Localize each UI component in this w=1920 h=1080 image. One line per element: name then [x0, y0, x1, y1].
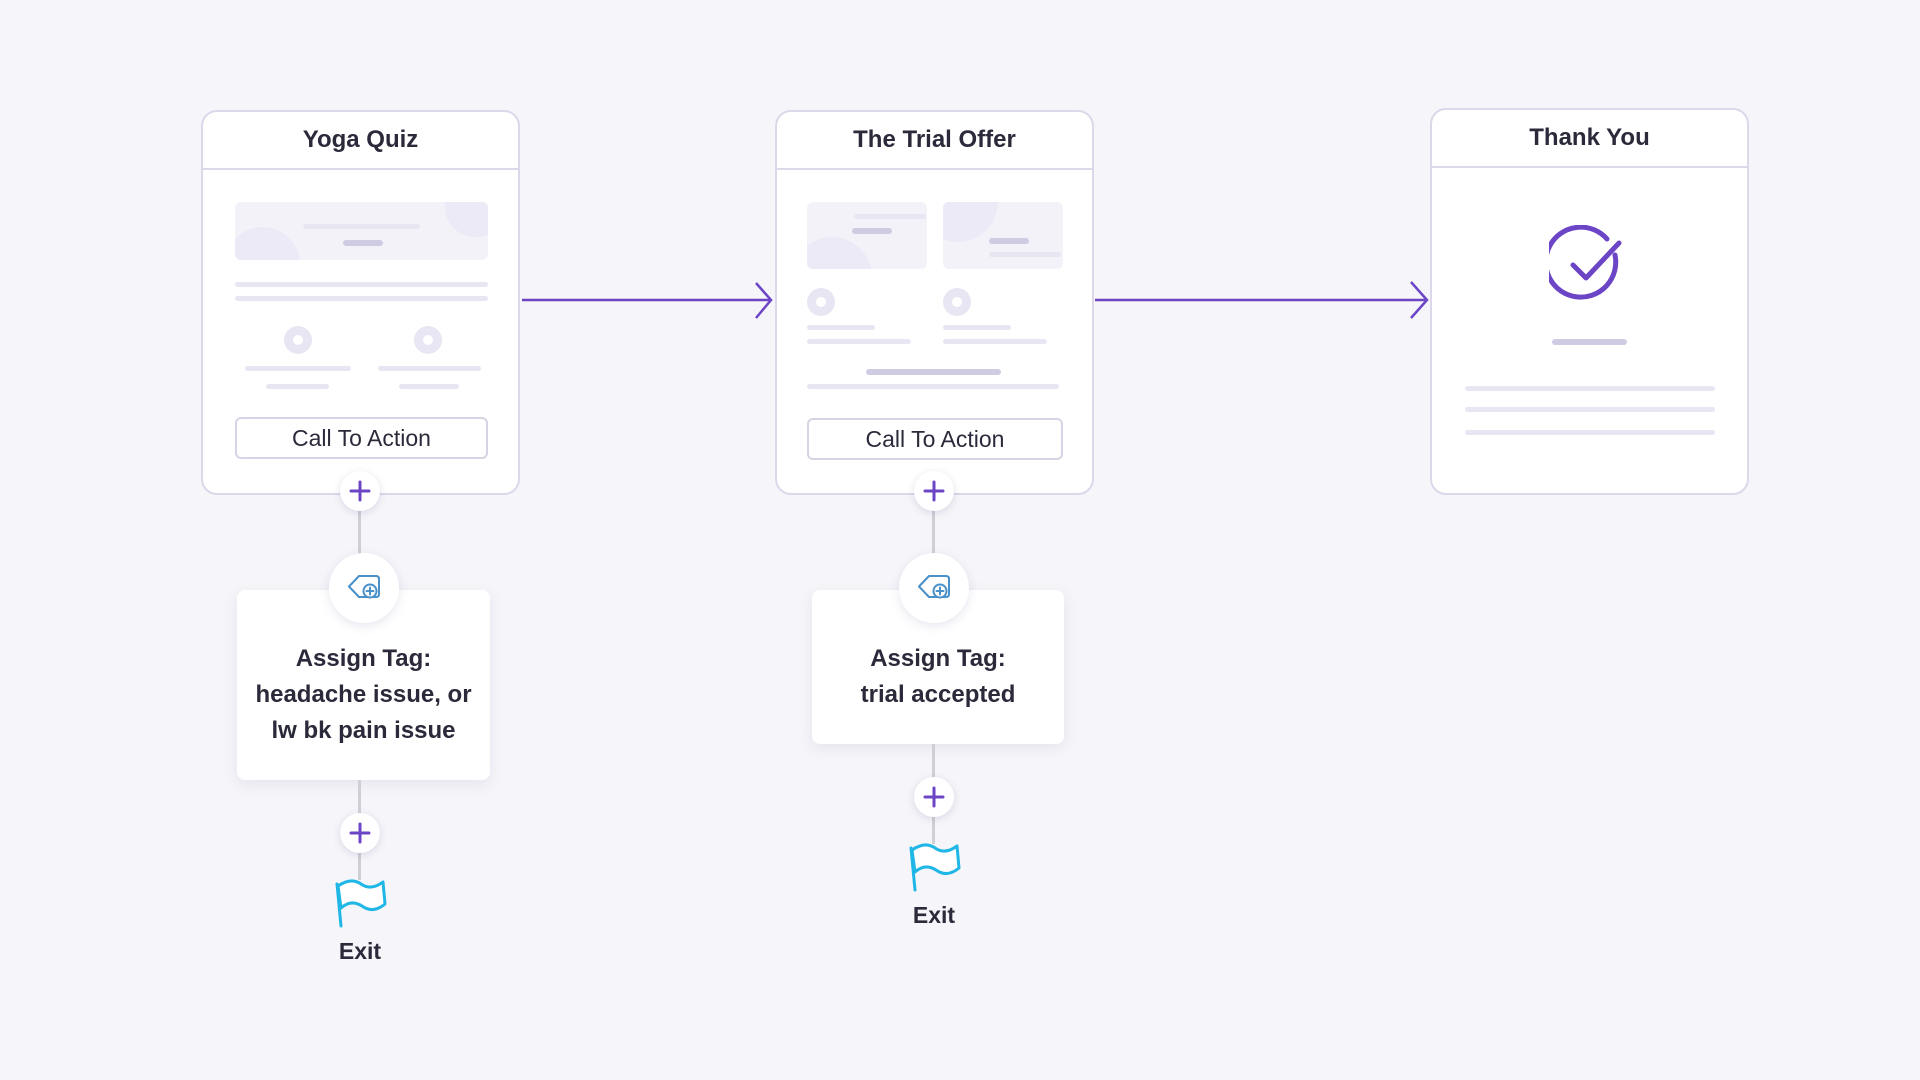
- exit-label: Exit: [338, 938, 382, 964]
- placeholder-line: [235, 296, 488, 301]
- placeholder-line: [1552, 339, 1627, 345]
- placeholder-dot: [807, 288, 835, 316]
- action-line: trial accepted: [860, 681, 1016, 708]
- tag-bubble: [899, 553, 969, 623]
- placeholder-dot: [414, 326, 442, 354]
- placeholder-line: [1465, 407, 1715, 412]
- plus-icon: [923, 480, 945, 502]
- placeholder-line: [807, 339, 911, 344]
- action-line: lw bk pain issue: [271, 717, 456, 744]
- arrow-offer-to-thankyou: [1095, 281, 1429, 319]
- placeholder-image: [807, 202, 927, 269]
- placeholder-line: [235, 282, 488, 287]
- step-title: Yoga Quiz: [203, 112, 518, 170]
- placeholder-line: [266, 384, 329, 389]
- placeholder-hero: [235, 202, 488, 260]
- action-line: Assign Tag:: [295, 645, 432, 672]
- placeholder-line: [378, 366, 481, 371]
- add-step-button[interactable]: [340, 813, 380, 853]
- connector-line: [932, 510, 935, 560]
- action-line: Assign Tag:: [870, 645, 1006, 672]
- step-title: The Trial Offer: [777, 112, 1092, 170]
- placeholder-line: [1465, 430, 1715, 435]
- placeholder-line: [399, 384, 459, 389]
- step-title: Thank You: [1432, 110, 1747, 168]
- step-card-thank-you[interactable]: Thank You: [1430, 108, 1749, 495]
- check-circle-icon: [1549, 225, 1622, 300]
- placeholder-line: [245, 366, 351, 371]
- arrow-quiz-to-offer: [522, 282, 773, 319]
- add-step-button[interactable]: [914, 471, 954, 511]
- tag-add-icon: [918, 575, 950, 599]
- exit-label: Exit: [912, 902, 956, 928]
- placeholder-dot: [284, 326, 312, 354]
- plus-icon: [923, 786, 945, 808]
- placeholder-line: [866, 369, 1001, 375]
- placeholder-line: [807, 384, 1059, 389]
- step-card-trial-offer[interactable]: The Trial Offer Call To Action: [775, 110, 1094, 495]
- call-to-action-button[interactable]: Call To Action: [235, 417, 488, 459]
- add-step-button[interactable]: [340, 471, 380, 511]
- step-card-yoga-quiz[interactable]: Yoga Quiz Call To Action: [201, 110, 520, 495]
- action-line: headache issue, or: [255, 681, 472, 708]
- flag-icon[interactable]: [333, 874, 389, 930]
- placeholder-image: [943, 202, 1063, 269]
- placeholder-line: [1465, 386, 1715, 391]
- tag-add-icon: [348, 575, 380, 599]
- add-step-button[interactable]: [914, 777, 954, 817]
- connector-line: [358, 510, 361, 560]
- placeholder-dot: [943, 288, 971, 316]
- plus-icon: [349, 480, 371, 502]
- placeholder-line: [943, 325, 1011, 330]
- plus-icon: [349, 822, 371, 844]
- tag-bubble: [329, 553, 399, 623]
- flag-icon[interactable]: [907, 838, 963, 894]
- placeholder-line: [807, 325, 875, 330]
- placeholder-line: [943, 339, 1047, 344]
- call-to-action-button[interactable]: Call To Action: [807, 418, 1063, 460]
